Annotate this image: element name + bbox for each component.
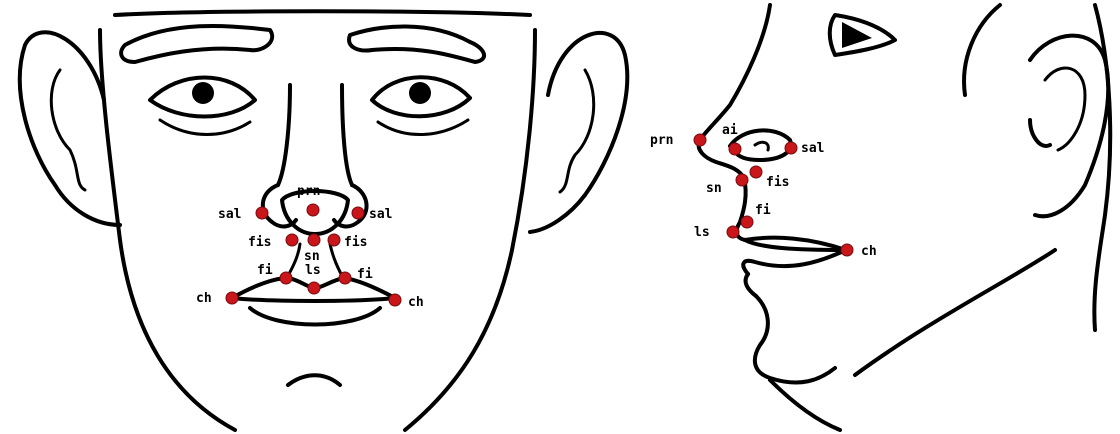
landmark-ls-dot (308, 282, 320, 294)
landmark-fi-right-label: fi (257, 263, 273, 278)
nose-dorsum (700, 5, 770, 140)
landmark-prn-dot (307, 204, 319, 216)
landmark-ls-profile-dot (727, 226, 739, 238)
landmark-fis-right-label: fis (248, 235, 271, 250)
landmark-ch-profile-dot (841, 244, 853, 256)
landmark-fi-left-label: fi (357, 267, 373, 282)
landmark-sn-profile-label: sn (706, 181, 722, 196)
landmark-ch-left-dot (389, 294, 401, 306)
right-pupil (192, 82, 214, 104)
frontal-face-drawing (20, 11, 627, 430)
left-eye-lower-lid (378, 120, 468, 135)
nose-bridge-right (278, 85, 290, 185)
landmark-fi-profile-label: fi (755, 203, 771, 218)
profile-ear-tragus (1030, 120, 1050, 146)
landmark-fis-left-label: fis (344, 235, 367, 250)
landmark-fis-right-dot (286, 234, 298, 246)
landmark-ch-right-label: ch (196, 291, 212, 306)
right-ear (530, 33, 627, 232)
landmark-sal-profile-label: sal (801, 141, 824, 156)
nostril-opening (755, 142, 768, 150)
landmark-prn-profile-dot (694, 134, 706, 146)
neck-front (770, 380, 840, 430)
right-ear-inner (560, 70, 594, 192)
profile-ear-inner (1045, 68, 1085, 150)
frontal-landmarks: prn sal sal fis fis sn fi fi ls ch ch (196, 184, 424, 310)
left-pupil (409, 82, 431, 104)
hairline (115, 11, 530, 15)
left-eyebrow (349, 26, 484, 62)
landmark-ch-right-dot (226, 292, 238, 304)
left-ear-inner (51, 70, 85, 190)
left-face-contour (100, 30, 235, 430)
landmark-ls-profile-label: ls (694, 225, 710, 240)
landmark-fis-left-dot (328, 234, 340, 246)
labiomental-fold (746, 274, 756, 296)
landmark-ai-profile-label: ai (722, 123, 738, 138)
landmark-sal-profile-dot (785, 142, 797, 154)
philtrum-right (288, 244, 300, 276)
profile-ear (1030, 36, 1108, 217)
landmark-ch-left-label: ch (408, 295, 424, 310)
landmark-fi-profile-dot (741, 216, 753, 228)
lower-lip-profile (743, 250, 846, 274)
right-eye-lower-lid (160, 120, 250, 135)
landmark-prn-label: prn (297, 184, 320, 199)
landmark-sal-right-label: sal (218, 207, 241, 222)
landmark-sn-label: sn (304, 249, 320, 264)
nose-bridge-left (342, 85, 352, 185)
landmark-fis-profile-dot (750, 166, 762, 178)
landmark-fi-right-dot (280, 272, 292, 284)
lower-lip (250, 308, 380, 325)
landmark-fis-profile-label: fis (766, 175, 789, 190)
landmark-sal-left-label: sal (369, 207, 392, 222)
philtrum-left (330, 244, 342, 276)
right-eyebrow (121, 26, 272, 62)
profile-eye-iris (842, 22, 872, 48)
landmark-sal-right-dot (256, 207, 268, 219)
landmark-sn-dot (308, 234, 320, 246)
lip-line (232, 298, 395, 301)
chin-profile (755, 296, 835, 383)
landmark-prn-profile-label: prn (650, 133, 673, 148)
chin-mark (288, 375, 340, 385)
landmark-ls-label: ls (305, 263, 321, 278)
temple-line (964, 5, 1000, 95)
landmark-fi-left-dot (339, 272, 351, 284)
landmark-ai-profile-dot (729, 143, 741, 155)
landmark-sn-profile-dot (736, 174, 748, 186)
landmark-ch-profile-label: ch (861, 244, 877, 259)
landmark-sal-left-dot (352, 207, 364, 219)
jaw-line (855, 250, 1055, 375)
